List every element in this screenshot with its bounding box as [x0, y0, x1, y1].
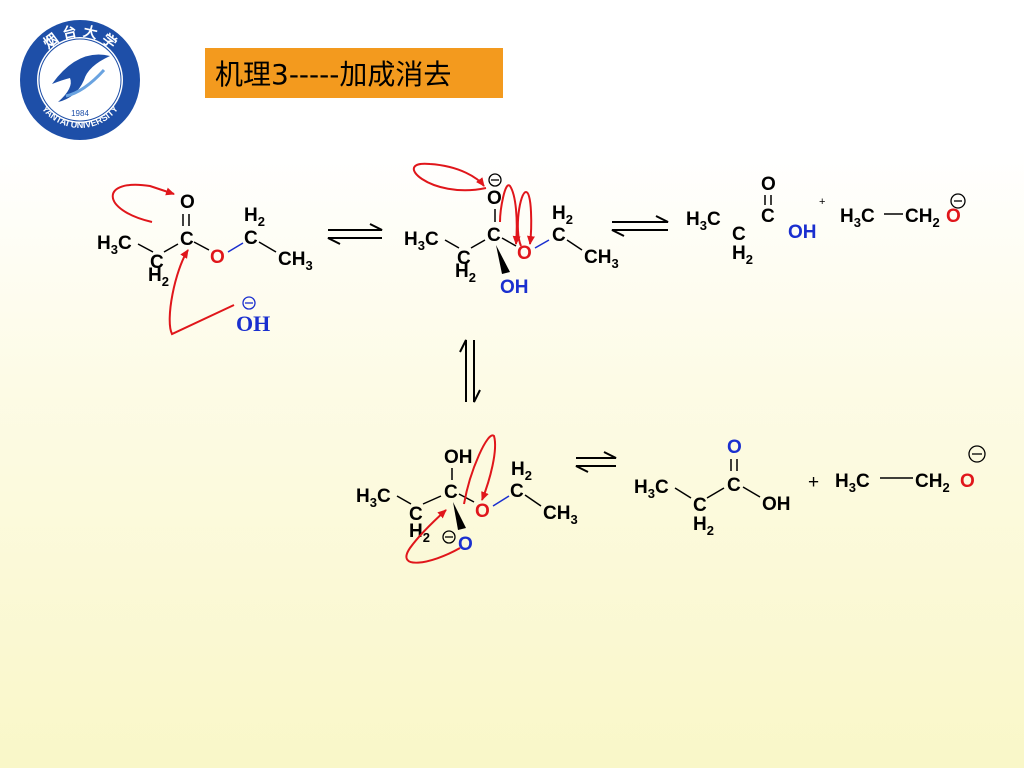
svg-text:C: C — [510, 481, 524, 502]
svg-text:C: C — [444, 482, 458, 503]
equilibrium-arrow — [327, 223, 383, 245]
svg-text:O: O — [727, 437, 742, 458]
svg-text:O: O — [761, 174, 776, 195]
svg-text:H2: H2 — [455, 261, 476, 285]
ester-structure: O C H3C C H2 O H2 C CH3 OH — [97, 183, 313, 336]
svg-text:C: C — [244, 228, 258, 249]
svg-text:H3C: H3C — [97, 233, 132, 257]
page-title: 机理3-----加成消去 — [205, 48, 503, 98]
svg-text:CH3: CH3 — [584, 247, 619, 271]
svg-text:C: C — [693, 495, 707, 516]
svg-text:+: + — [819, 196, 825, 208]
svg-text:H3C: H3C — [404, 229, 439, 253]
svg-text:H3C: H3C — [356, 486, 391, 510]
acid-product-2: O C H3C C H2 OH + — [634, 437, 819, 538]
ester-carbonyl-oxygen: O — [180, 192, 195, 213]
svg-text:O: O — [487, 188, 502, 209]
svg-text:C: C — [180, 229, 194, 250]
svg-text:CH3: CH3 — [278, 249, 313, 273]
alkoxide-intermediate: OH C H3C C H2 O H2 C CH3 O — [356, 434, 578, 564]
svg-text:H2: H2 — [511, 459, 532, 483]
svg-text:H2: H2 — [552, 203, 573, 227]
svg-text:O: O — [180, 192, 195, 213]
svg-text:H2: H2 — [148, 265, 169, 289]
svg-text:O: O — [960, 471, 975, 492]
svg-text:C: C — [761, 206, 775, 227]
curved-arrow — [516, 190, 535, 247]
equilibrium-arrow — [611, 215, 669, 237]
ester-ether-oxygen: O — [210, 247, 225, 268]
hydroxide-ion: OH — [236, 311, 270, 336]
svg-text:H2: H2 — [732, 243, 753, 267]
svg-text:O: O — [458, 534, 473, 555]
svg-text:CH2: CH2 — [915, 471, 950, 495]
equilibrium-arrow-vertical — [459, 339, 481, 403]
svg-text:OH: OH — [500, 277, 529, 298]
svg-text:H3C: H3C — [634, 477, 669, 501]
svg-text:H3C: H3C — [835, 471, 870, 495]
svg-text:C: C — [552, 225, 566, 246]
svg-text:C: C — [409, 504, 423, 525]
tetrahedral-intermediate: O C H3C C H2 O H2 C CH3 OH — [404, 162, 619, 298]
ethoxide-product: H3C CH2 O — [840, 193, 966, 230]
svg-text:H3C: H3C — [686, 209, 721, 233]
svg-text:+: + — [808, 472, 819, 493]
svg-text:O: O — [475, 501, 490, 522]
curved-arrow — [463, 434, 497, 505]
svg-text:O: O — [210, 247, 225, 268]
equilibrium-arrow — [575, 451, 617, 473]
svg-text:CH3: CH3 — [543, 503, 578, 527]
svg-text:CH2: CH2 — [905, 206, 940, 230]
svg-text:C: C — [150, 252, 164, 273]
svg-text:H2: H2 — [409, 521, 430, 545]
acid-product: O C H3C C H2 OH + — [686, 174, 825, 267]
svg-text:C: C — [727, 475, 741, 496]
svg-text:C: C — [732, 224, 746, 245]
svg-text:OH: OH — [762, 494, 791, 515]
curved-arrow — [405, 509, 461, 564]
svg-text:OH: OH — [444, 447, 473, 468]
logo-year: 1984 — [71, 109, 89, 118]
svg-text:C: C — [457, 248, 471, 269]
svg-text:H3C: H3C — [840, 206, 875, 230]
svg-text:H2: H2 — [244, 205, 265, 229]
svg-text:OH: OH — [788, 222, 817, 243]
curved-arrow — [412, 162, 487, 192]
curved-arrow — [111, 183, 175, 223]
curved-arrow — [168, 249, 235, 336]
svg-text:O: O — [946, 206, 961, 227]
svg-text:H2: H2 — [693, 514, 714, 538]
ethoxide-product-2: H3C CH2 O — [835, 445, 986, 495]
university-logo: 1984 烟 台 大 学 YANTAI UNIVERSITY — [20, 20, 140, 140]
svg-text:O: O — [517, 243, 532, 264]
curved-arrow — [499, 184, 521, 245]
svg-text:C: C — [487, 225, 501, 246]
